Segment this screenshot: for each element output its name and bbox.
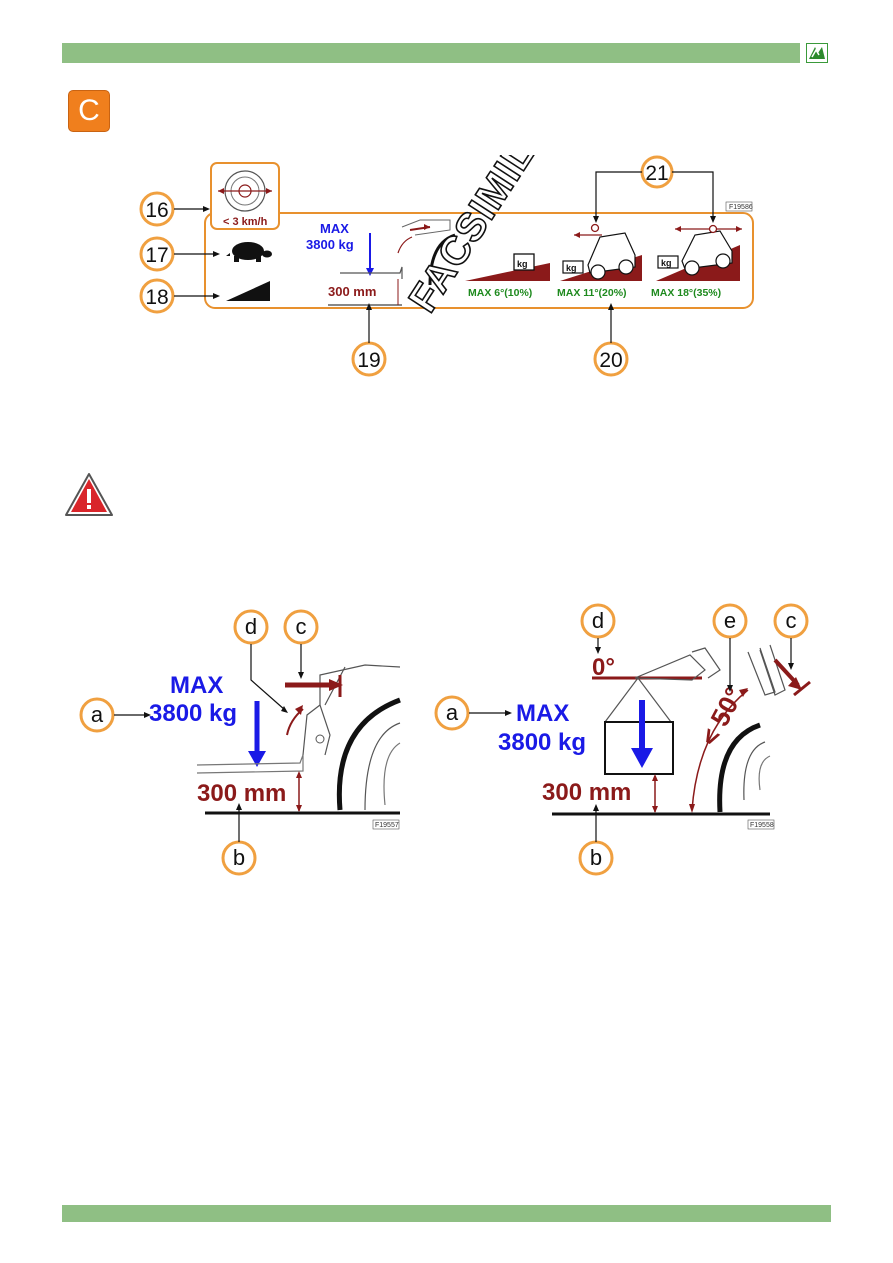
- callout-b: b: [590, 845, 602, 870]
- fig-code: F19557: [375, 822, 399, 829]
- callout-20: 20: [599, 349, 622, 372]
- callout-a: a: [446, 700, 459, 725]
- turtle-icon: [226, 242, 272, 262]
- callout-c: c: [786, 608, 797, 633]
- max-label: MAX: [170, 672, 223, 699]
- decal-figure: F19586 < 3 km/h 16 17 18 MAX 3800 kg 300…: [139, 155, 754, 377]
- ramp-icon: [226, 281, 270, 301]
- max-load: 3800 kg: [306, 237, 354, 252]
- slope-label-2: MAX 11°(20%): [557, 287, 627, 299]
- footer-bar: [62, 1205, 831, 1222]
- fig-code: F19586: [729, 204, 753, 211]
- angle-zero: 0°: [592, 654, 615, 681]
- boom-angle-figure: 0° < 50° MAX 3800 kg 300 mm F19558 a b c…: [434, 603, 811, 876]
- svg-text:kg: kg: [566, 263, 577, 273]
- max-load: 3800 kg: [498, 729, 586, 756]
- slope-label-3: MAX 18°(35%): [651, 287, 721, 299]
- logo-icon: [806, 43, 828, 63]
- callout-18: 18: [145, 286, 168, 309]
- speed-limit: < 3 km/h: [223, 216, 268, 228]
- warning-icon: [65, 473, 113, 516]
- callout-17: 17: [145, 244, 168, 267]
- header-bar: [62, 43, 800, 63]
- height-label: 300 mm: [542, 779, 631, 806]
- slope-label-1: MAX 6°(10%): [468, 287, 532, 299]
- tyre-icon: [218, 170, 272, 212]
- slope-1: [465, 263, 550, 281]
- callout-d: d: [592, 608, 604, 633]
- callout-19: 19: [357, 349, 380, 372]
- telehandler-2: [587, 232, 636, 280]
- callout-d: d: [245, 614, 257, 639]
- svg-text:kg: kg: [517, 259, 528, 269]
- callout-b: b: [233, 845, 245, 870]
- svg-text:kg: kg: [661, 258, 672, 268]
- callout-e: e: [724, 608, 736, 633]
- callout-16: 16: [145, 199, 168, 222]
- max-label: MAX: [516, 700, 569, 727]
- fork-height: 300 mm: [328, 284, 376, 299]
- section-label: C: [68, 90, 110, 132]
- fig-code: F19558: [750, 822, 774, 829]
- callout-21: 21: [645, 162, 668, 185]
- fork-height-figure: MAX 3800 kg 300 mm F19557 a b c d: [79, 609, 401, 876]
- callout-a: a: [91, 702, 104, 727]
- max-load: 3800 kg: [149, 700, 237, 727]
- telehandler-3: [681, 230, 733, 276]
- callout-c: c: [296, 614, 307, 639]
- max-label: MAX: [320, 221, 349, 236]
- height-label: 300 mm: [197, 780, 286, 807]
